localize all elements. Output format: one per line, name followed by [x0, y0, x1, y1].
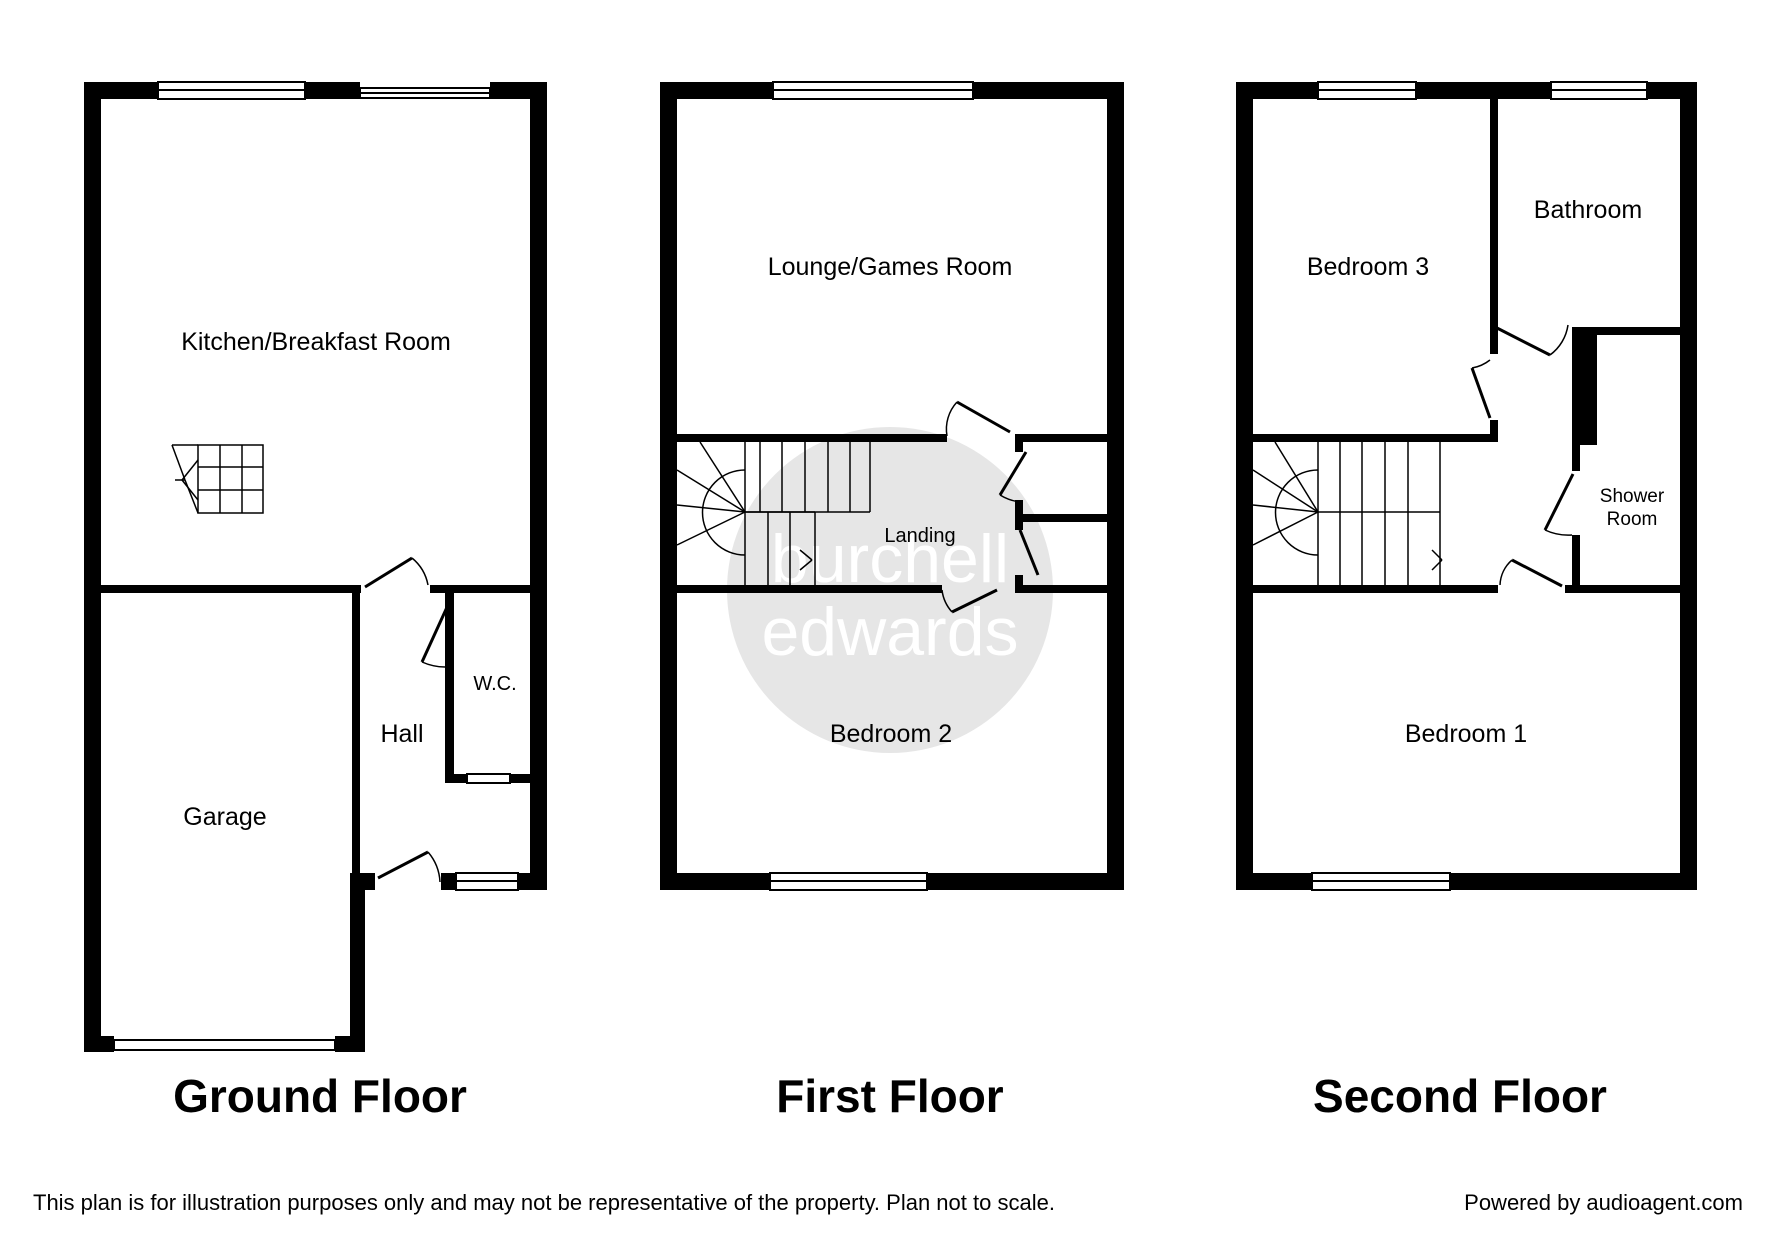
second-floor-plan — [1236, 81, 1697, 891]
floor-title-second: Second Floor — [1313, 1070, 1607, 1122]
room-label-hall: Hall — [380, 720, 423, 748]
first-floor-stairs — [676, 441, 871, 585]
first-floor-windows — [769, 81, 974, 891]
first-floor-labels: Lounge/Games Room Landing Bedroom 2 Firs… — [768, 253, 1013, 1122]
window — [113, 1039, 336, 1051]
powered-by-text: Powered by audioagent.com — [1464, 1190, 1743, 1215]
second-floor-walls — [1236, 82, 1697, 890]
window — [466, 773, 511, 784]
room-label-bedroom1: Bedroom 1 — [1405, 720, 1527, 748]
room-label-kitchen: Kitchen/Breakfast Room — [181, 328, 451, 356]
room-label-garage: Garage — [183, 803, 266, 831]
disclaimer-text: This plan is for illustration purposes o… — [33, 1190, 1055, 1215]
room-label-bedroom2: Bedroom 2 — [830, 720, 952, 748]
floor-title-ground: Ground Floor — [173, 1070, 467, 1122]
ground-floor-doors — [364, 556, 450, 883]
room-label-bathroom: Bathroom — [1534, 196, 1642, 224]
second-floor-labels: Bedroom 3 Bathroom Shower Room Bedroom 1… — [1307, 196, 1665, 1122]
first-floor-doors — [941, 400, 1040, 614]
ground-floor-walls — [84, 82, 547, 1052]
ground-floor-labels: Kitchen/Breakfast Room Garage Hall W.C. … — [173, 328, 517, 1122]
ground-floor-windows — [113, 81, 519, 1051]
room-label-landing: Landing — [884, 525, 955, 547]
first-floor-plan — [660, 81, 1124, 891]
room-label-bedroom3: Bedroom 3 — [1307, 253, 1429, 281]
room-label-shower-line2: Room — [1607, 509, 1658, 530]
floor-title-first: First Floor — [776, 1070, 1004, 1122]
room-label-wc: W.C. — [473, 673, 516, 695]
watermark-line2: edwards — [761, 594, 1018, 670]
second-floor-stairs — [1252, 441, 1443, 585]
ground-floor-plan — [84, 81, 547, 1052]
ground-floor-stairs — [171, 444, 264, 514]
room-label-lounge: Lounge/Games Room — [768, 253, 1013, 281]
room-label-shower-line1: Shower — [1600, 486, 1665, 507]
second-floor-windows — [1311, 81, 1648, 891]
first-floor-walls — [660, 82, 1124, 890]
second-floor-doors — [1470, 324, 1575, 588]
